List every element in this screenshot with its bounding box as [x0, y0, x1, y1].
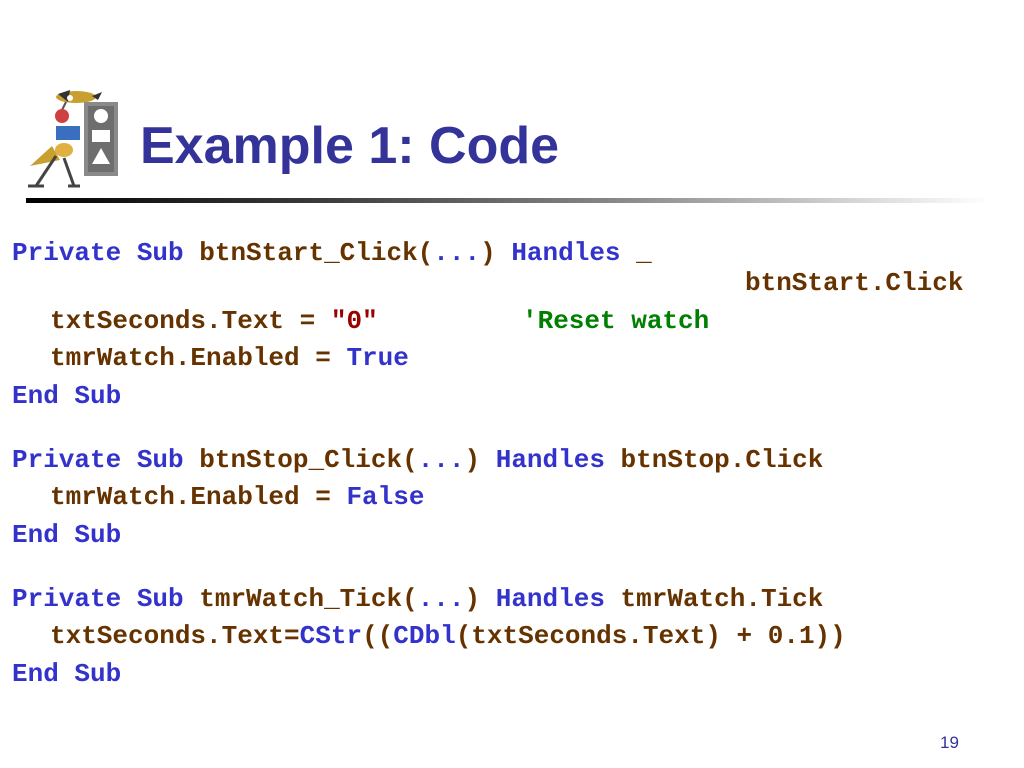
page-number: 19: [940, 733, 959, 752]
code-identifier: btnStop_Click(: [183, 445, 418, 475]
code-identifier: tmrWatch_Tick(: [183, 584, 418, 614]
code-identifier: tmrWatch.Tick: [604, 584, 824, 614]
code-line: tmrWatch.Enabled = False: [50, 482, 424, 512]
code-comment: 'Reset watch: [522, 306, 710, 336]
code-keyword: CStr: [299, 621, 363, 651]
code-line: btnStart.Click: [745, 268, 963, 298]
code-string: "0": [330, 306, 378, 336]
code-keyword: Private Sub: [12, 445, 184, 475]
code-identifier: btnStart.Click: [745, 268, 964, 298]
code-identifier: tmrWatch.Enabled =: [50, 343, 347, 373]
code-keyword: Handles: [495, 445, 605, 475]
code-keyword: End Sub: [12, 381, 122, 411]
code-line: txtSeconds.Text = "0": [50, 306, 378, 336]
code-line: Private Sub tmrWatch_Tick(...) Handles t…: [12, 584, 823, 614]
code-identifier: ((: [362, 621, 394, 651]
code-keyword: Handles: [495, 584, 605, 614]
code-keyword: End Sub: [12, 520, 122, 550]
code-keyword: Private Sub: [12, 238, 184, 268]
code-identifier: ): [464, 445, 496, 475]
code-line: txtSeconds.Text=CStr((CDbl(txtSeconds.Te…: [50, 621, 846, 651]
code-identifier: btnStop.Click: [604, 445, 824, 475]
code-keyword: ...: [433, 238, 481, 268]
code-identifier: txtSeconds.Text=: [50, 621, 300, 651]
code-keyword: True: [346, 343, 409, 373]
slide-title: Example 1: Code: [140, 117, 560, 175]
code-keyword: ...: [417, 445, 465, 475]
code-line: Private Sub btnStart_Click(...) Handles …: [12, 238, 652, 268]
code-keyword: CDbl: [393, 621, 456, 651]
code-line: Private Sub btnStop_Click(...) Handles b…: [12, 445, 823, 475]
code-line: End Sub: [12, 659, 121, 689]
code-line: End Sub: [12, 381, 121, 411]
code-identifier: txtSeconds.Text =: [50, 306, 331, 336]
code-keyword: Handles: [511, 238, 621, 268]
code-identifier: ): [464, 584, 496, 614]
title-divider: [26, 198, 990, 203]
code-identifier: btnStart_Click(: [183, 238, 434, 268]
code-comment-line: 'Reset watch: [522, 306, 709, 336]
code-keyword: End Sub: [12, 659, 122, 689]
code-identifier: tmrWatch.Enabled =: [50, 482, 347, 512]
code-keyword: ...: [417, 584, 465, 614]
code-line: tmrWatch.Enabled = True: [50, 343, 409, 373]
code-keyword: False: [346, 482, 425, 512]
code-line: End Sub: [12, 520, 121, 550]
code-identifier: (txtSeconds.Text) + 0.1)): [455, 621, 846, 651]
code-identifier: _: [620, 238, 652, 268]
code-keyword: Private Sub: [12, 584, 184, 614]
clipart-figure-with-traffic-signal-icon: [28, 90, 118, 188]
code-identifier: ): [480, 238, 512, 268]
